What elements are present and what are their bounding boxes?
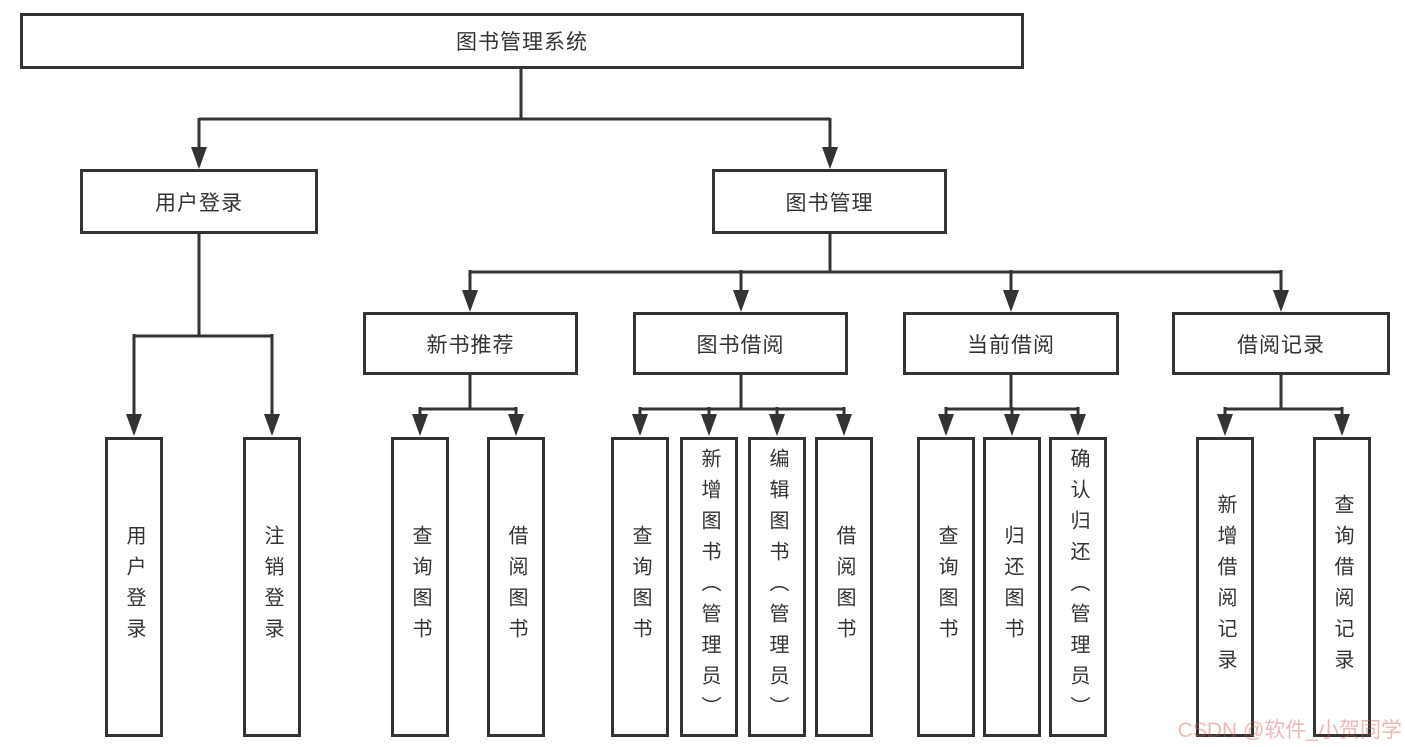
- leaf-query-borrow-record-label: 查询借阅记录: [1331, 494, 1353, 680]
- leaf-query-books-current: 查询图书: [917, 437, 975, 737]
- node-new-book-recommendation-label: 新书推荐: [426, 333, 515, 357]
- node-new-book-recommendation: 新书推荐: [363, 312, 578, 375]
- node-current-borrowing-label: 当前借阅: [967, 333, 1055, 357]
- watermark: CSDN @软件_小贺同学: [1177, 719, 1402, 742]
- leaf-logout: 注销登录: [243, 437, 301, 737]
- leaf-add-books-admin: 新增图书（管理员）: [680, 437, 738, 737]
- leaf-logout-label: 注销登录: [261, 525, 283, 649]
- leaf-return-books-label: 归还图书: [1001, 525, 1023, 649]
- connector-lines: [132, 69, 1344, 417]
- arrowhead-icons: [126, 147, 1350, 436]
- node-library-management-system-label: 图书管理系统: [456, 31, 588, 54]
- node-book-borrowing: 图书借阅: [633, 312, 848, 375]
- leaf-query-books-current-label: 查询图书: [935, 525, 957, 649]
- leaf-borrow-books-recommend-label: 借阅图书: [505, 525, 527, 649]
- leaf-borrow-books-recommend: 借阅图书: [487, 437, 545, 737]
- leaf-query-books-borrowing: 查询图书: [611, 437, 669, 737]
- leaf-edit-books-admin: 编辑图书（管理员）: [748, 437, 806, 737]
- leaf-query-books-borrowing-label: 查询图书: [629, 525, 651, 649]
- leaf-edit-books-admin-label: 编辑图书（管理员）: [766, 447, 788, 727]
- node-library-management-system: 图书管理系统: [20, 13, 1024, 69]
- node-current-borrowing: 当前借阅: [903, 312, 1119, 375]
- leaf-query-borrow-record: 查询借阅记录: [1313, 437, 1371, 737]
- node-book-management: 图书管理: [712, 169, 947, 234]
- leaf-borrow-books-borrowing-label: 借阅图书: [833, 525, 855, 649]
- leaf-confirm-return-admin: 确认归还（管理员）: [1049, 437, 1107, 737]
- leaf-confirm-return-admin-label: 确认归还（管理员）: [1067, 447, 1089, 727]
- leaf-query-books-recommend-label: 查询图书: [409, 525, 431, 649]
- leaf-borrow-books-borrowing: 借阅图书: [815, 437, 873, 737]
- leaf-add-borrow-record-label: 新增借阅记录: [1214, 494, 1236, 680]
- leaf-query-books-recommend: 查询图书: [391, 437, 449, 737]
- node-user-login: 用户登录: [80, 169, 318, 234]
- node-user-login-label: 用户登录: [155, 191, 243, 215]
- node-borrowing-records: 借阅记录: [1172, 312, 1390, 375]
- leaf-add-borrow-record: 新增借阅记录: [1196, 437, 1254, 737]
- node-book-borrowing-label: 图书借阅: [696, 333, 785, 357]
- leaf-user-login: 用户登录: [105, 437, 163, 737]
- leaf-user-login-label: 用户登录: [123, 525, 145, 649]
- node-book-management-label: 图书管理: [785, 191, 874, 215]
- node-borrowing-records-label: 借阅记录: [1237, 333, 1325, 357]
- leaf-add-books-admin-label: 新增图书（管理员）: [698, 447, 720, 727]
- leaf-return-books: 归还图书: [983, 437, 1041, 737]
